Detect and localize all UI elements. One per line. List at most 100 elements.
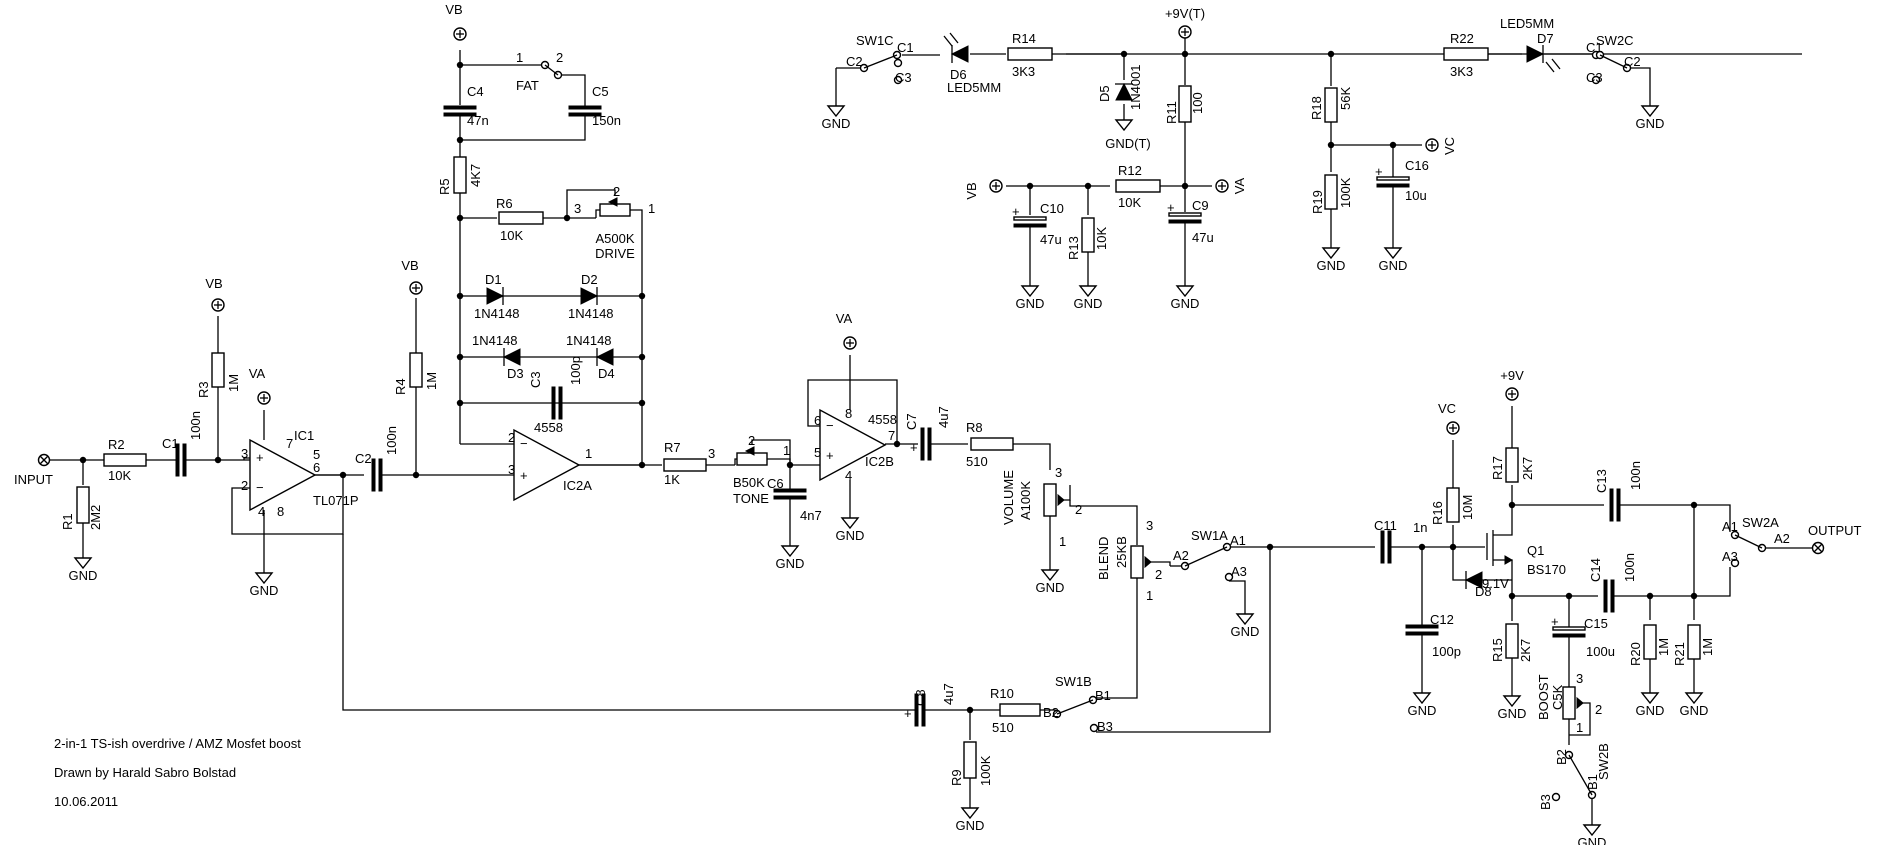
- pin-number: +: [826, 448, 834, 463]
- pin-number: 5: [814, 445, 821, 460]
- pin-number: 2: [613, 184, 620, 199]
- wire: [630, 209, 643, 218]
- resistor: [1130, 545, 1144, 579]
- label-c14: C14: [1588, 558, 1603, 582]
- wire: [1627, 67, 1651, 98]
- gnd-label: GND: [1231, 624, 1260, 639]
- ground-symbol: [1040, 569, 1060, 582]
- wire: [1452, 547, 1466, 581]
- pin-number: 2: [556, 50, 563, 65]
- pin-number: 7: [888, 428, 895, 443]
- ground-symbol: [1114, 119, 1134, 132]
- pin-number: C2: [846, 54, 863, 69]
- pin-number: 1: [1146, 588, 1153, 603]
- wire: [751, 439, 791, 465]
- gnd-label: GND: [836, 528, 865, 543]
- resistor: [963, 741, 977, 779]
- capacitor-plate: [443, 105, 477, 110]
- ground-symbol: [1175, 285, 1195, 298]
- label-tonen: TONE: [733, 491, 769, 506]
- label-r10v: 510: [992, 720, 1014, 735]
- junction-dot: [563, 214, 571, 222]
- gnd-label: GND: [1636, 116, 1665, 131]
- label-c16v: 10u: [1405, 188, 1427, 203]
- label-sw2a: SW2A: [1742, 515, 1779, 530]
- label-ic2bv: 4558: [868, 412, 897, 427]
- capacitor-plate: [182, 443, 187, 477]
- label-q1v: BS170: [1527, 562, 1566, 577]
- pin-number: A3: [1722, 549, 1738, 564]
- label-r14: R14: [1012, 31, 1036, 46]
- junction-dot: [339, 471, 347, 479]
- label-r2: R2: [108, 437, 125, 452]
- label-r9: R9: [949, 769, 964, 786]
- capacitor-plate: [1168, 212, 1202, 217]
- label-d2v: 1N4148: [568, 306, 614, 321]
- label-c2v: 100n: [384, 426, 399, 455]
- label-d1v: 1N4148: [474, 306, 520, 321]
- capacitor-plate: [443, 112, 477, 117]
- resistor: [1505, 623, 1519, 659]
- resistor: [1043, 483, 1057, 517]
- pin-number: +: [1375, 164, 1383, 179]
- ground-symbol: [1383, 247, 1403, 260]
- label-drvn: DRIVE: [595, 246, 635, 261]
- capacitor-plate: [921, 693, 926, 727]
- label-r6: R6: [496, 196, 513, 211]
- label-d5: D5: [1097, 85, 1112, 102]
- ground-symbol: [826, 105, 846, 118]
- label-ic1: IC1: [294, 428, 314, 443]
- ground-symbol: [1502, 695, 1522, 708]
- pin-number: A2: [1774, 531, 1790, 546]
- pin-number: +: [1167, 200, 1175, 215]
- supply-label: +9V(T): [1165, 6, 1205, 21]
- pin-number: 2: [1595, 702, 1602, 717]
- label-sw1a: SW1A: [1191, 528, 1228, 543]
- label-r22: R22: [1450, 31, 1474, 46]
- resistor: [999, 703, 1041, 717]
- diode: [502, 348, 521, 366]
- pin-number: 3: [1146, 518, 1153, 533]
- label-c8: C8: [913, 689, 928, 706]
- label-c11v: 1n: [1413, 520, 1427, 535]
- ground-symbol: [960, 807, 980, 820]
- switch-contact: [1089, 723, 1099, 733]
- capacitor-plate: [1387, 530, 1392, 564]
- label-c9: C9: [1192, 198, 1209, 213]
- pin-number: +: [1012, 204, 1020, 219]
- label-blend: BLEND: [1096, 537, 1111, 580]
- label-c10v: 47u: [1040, 232, 1062, 247]
- wire: [766, 458, 791, 465]
- label-r11: R11: [1164, 101, 1179, 124]
- gnd-label: GND: [69, 568, 98, 583]
- label-c11: C11: [1374, 518, 1397, 533]
- pin-number: 3: [508, 462, 515, 477]
- wire: [1069, 500, 1138, 545]
- label-r7: R7: [664, 440, 681, 455]
- gnd-label: GND: [1680, 703, 1709, 718]
- gnd-label: GND: [1578, 835, 1607, 845]
- supply-label: VC: [1442, 137, 1457, 155]
- capacitor-plate: [371, 458, 376, 492]
- resistor: [1505, 447, 1519, 483]
- gnd-label: GND: [776, 556, 805, 571]
- gnd-label: GND: [1408, 703, 1437, 718]
- junction-dot: [1646, 592, 1654, 600]
- components: [37, 25, 1825, 837]
- switch-blade: [1568, 754, 1593, 796]
- output-label: OUTPUT: [1808, 523, 1862, 538]
- junction-dot: [456, 353, 464, 361]
- label-blendv: 25KB: [1114, 536, 1129, 568]
- gnd-label: GND: [1498, 706, 1527, 721]
- label-r1v: 2M2: [88, 505, 103, 530]
- label-c5v: 150n: [592, 113, 621, 128]
- ground-symbol: [1412, 692, 1432, 705]
- capacitor-plate: [1552, 626, 1586, 631]
- label-d7v: LED5MM: [1500, 16, 1554, 31]
- supply-label: VA: [1232, 177, 1247, 194]
- wire: [558, 74, 586, 108]
- label-d6v: LED5MM: [947, 80, 1001, 95]
- pin-number: 4: [258, 504, 265, 519]
- pin-number: A2: [1173, 548, 1189, 563]
